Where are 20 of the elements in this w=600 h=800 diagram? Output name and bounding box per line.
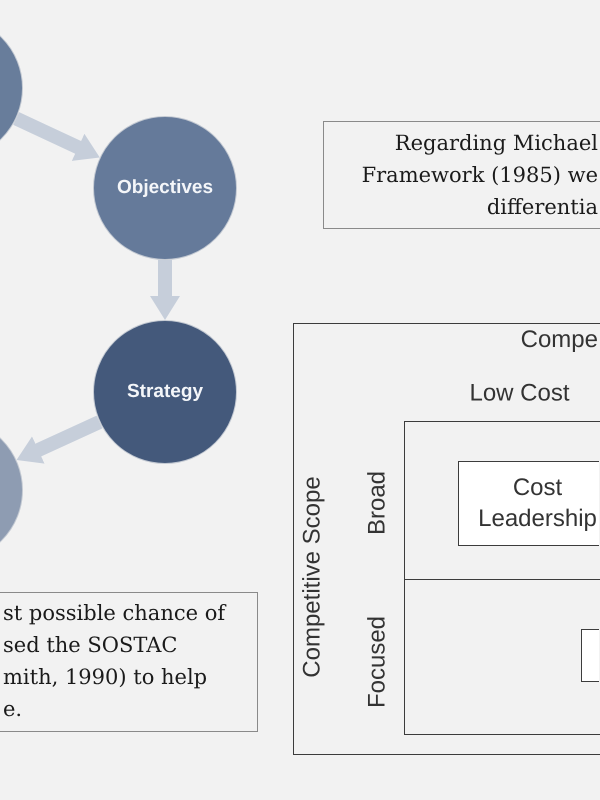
axis-title: Compe — [520, 324, 598, 354]
step-circle — [93, 320, 237, 464]
axis-title: Competitive Scope — [297, 476, 326, 678]
column-header: Low Cost — [469, 378, 570, 408]
text-box — [323, 121, 600, 229]
strategy-box — [581, 629, 599, 682]
strategy-box — [458, 461, 599, 546]
strategy-label: Cost Leadership — [478, 472, 597, 534]
step-circle — [93, 116, 237, 260]
row-header: Focused — [362, 615, 391, 708]
step-label: Objectives — [116, 177, 214, 199]
row-header: Broad — [362, 470, 391, 535]
matrix-frame — [293, 323, 600, 755]
text-box — [0, 592, 258, 732]
paragraph: Regarding Michael Framework (1985) we differentia — [362, 130, 598, 220]
block-arrow — [150, 260, 180, 320]
matrix-grid — [404, 420, 600, 734]
block-arrow — [14, 416, 102, 466]
step-label: Strategy — [126, 381, 204, 403]
paragraph: st possible chance of sed the SOSTAC mith, 1990) to help e. — [3, 600, 226, 722]
